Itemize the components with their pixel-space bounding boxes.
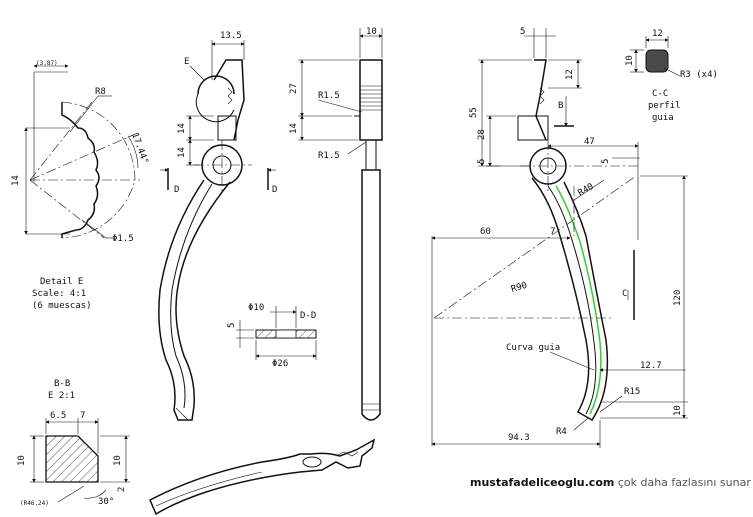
- detail-e-view: (3.87) R8 17.44° 14 Φ1.5 Detail E Scale:…: [11, 60, 150, 311]
- dim-10-right: 10: [113, 455, 123, 466]
- dim-r1-5-lower: R1.5: [318, 151, 340, 161]
- section-dd-view: Φ10 5 Φ26 D-D: [227, 303, 317, 369]
- dim-7: 7: [80, 411, 85, 421]
- dim-12-right: 12: [565, 69, 575, 80]
- dim-phi-1-5: Φ1.5: [112, 234, 134, 244]
- dim-6-5: 6.5: [50, 411, 66, 421]
- dim-28: 28: [477, 129, 487, 140]
- dim-14: 14: [11, 175, 21, 186]
- section-bb-view: B-B E 2:1 6.5 7 10 10 2 30° (R46.24): [17, 379, 130, 507]
- dim-2: 2: [117, 487, 127, 492]
- cut-c: C: [622, 289, 627, 299]
- dim-10-left: 10: [17, 455, 27, 466]
- dim-phi-26: Φ26: [272, 359, 288, 369]
- dim-r40: R40: [577, 182, 596, 199]
- label-curva-guia: Curva guia: [506, 343, 560, 353]
- isometric-view: [149, 438, 376, 516]
- footer-site[interactable]: mustafadeliceoglu.com: [470, 476, 615, 489]
- footer-message: çok daha fazlasını sunar :): [617, 476, 753, 489]
- right-view: 55 28 5 5 12 B 47 5 R40 60 7 R90 C 120: [431, 27, 688, 448]
- cut-b: B: [558, 101, 563, 111]
- dim-r46-24: (R46.24): [20, 500, 49, 507]
- detail-e-title: Detail E: [40, 277, 83, 287]
- dim-r4: R4: [556, 427, 567, 437]
- dim-12-cc: 12: [652, 29, 663, 39]
- dim-7-right: 7: [550, 227, 555, 237]
- dim-13-5: 13.5: [220, 31, 242, 41]
- dim-10-cc: 10: [625, 55, 635, 66]
- dim-3-87: (3.87): [36, 60, 58, 67]
- dim-14-side: 14: [289, 123, 299, 134]
- footer-credit: mustafadeliceoglu.com çok daha fazlasını…: [470, 476, 753, 489]
- section-dd-title: D-D: [300, 311, 316, 321]
- dim-30-deg: 30°: [98, 497, 114, 507]
- dim-5-dd: 5: [227, 323, 237, 328]
- dim-14-upper: 14: [177, 123, 187, 134]
- side-view: 10 27 14 R1.5 R1.5: [289, 27, 383, 421]
- cut-d-right: D: [272, 185, 277, 195]
- section-cc-line2: guia: [652, 113, 674, 123]
- dim-94-3: 94.3: [508, 433, 530, 443]
- detail-e-scale: Scale: 4:1: [32, 289, 86, 299]
- dim-60: 60: [480, 227, 491, 237]
- dim-r90: R90: [510, 281, 528, 295]
- dim-5-top: 5: [520, 27, 525, 37]
- front-view: 13.5 E 14 14 D D: [158, 31, 277, 421]
- section-cc-line1: perfil: [648, 101, 681, 111]
- dim-55: 55: [469, 107, 479, 118]
- section-cc-title: C-C: [652, 89, 668, 99]
- dim-r1-5-upper: R1.5: [318, 91, 340, 101]
- dim-r3-x4: R3 (x4): [680, 70, 718, 80]
- dim-5-right: 5: [601, 159, 611, 164]
- dim-r15: R15: [624, 387, 640, 397]
- section-bb-title: B-B: [54, 379, 70, 389]
- detail-e-note: (6 muescas): [32, 301, 92, 311]
- label-e: E: [184, 57, 189, 67]
- section-bb-scale: E 2:1: [48, 391, 75, 401]
- dim-47: 47: [584, 137, 595, 147]
- section-cc-view: 12 10 R3 (x4) C-C perfil guia: [625, 29, 718, 123]
- dim-phi-10: Φ10: [248, 303, 264, 313]
- dim-r8: R8: [95, 87, 106, 97]
- dim-120: 120: [673, 290, 683, 306]
- dim-12-7: 12.7: [640, 361, 662, 371]
- dim-10-side: 10: [366, 27, 377, 37]
- cut-d-left: D: [174, 185, 179, 195]
- dim-10-right: 10: [673, 405, 683, 416]
- dim-5-side: 5: [477, 159, 487, 164]
- dim-14-lower: 14: [177, 147, 187, 158]
- dim-27: 27: [289, 83, 299, 94]
